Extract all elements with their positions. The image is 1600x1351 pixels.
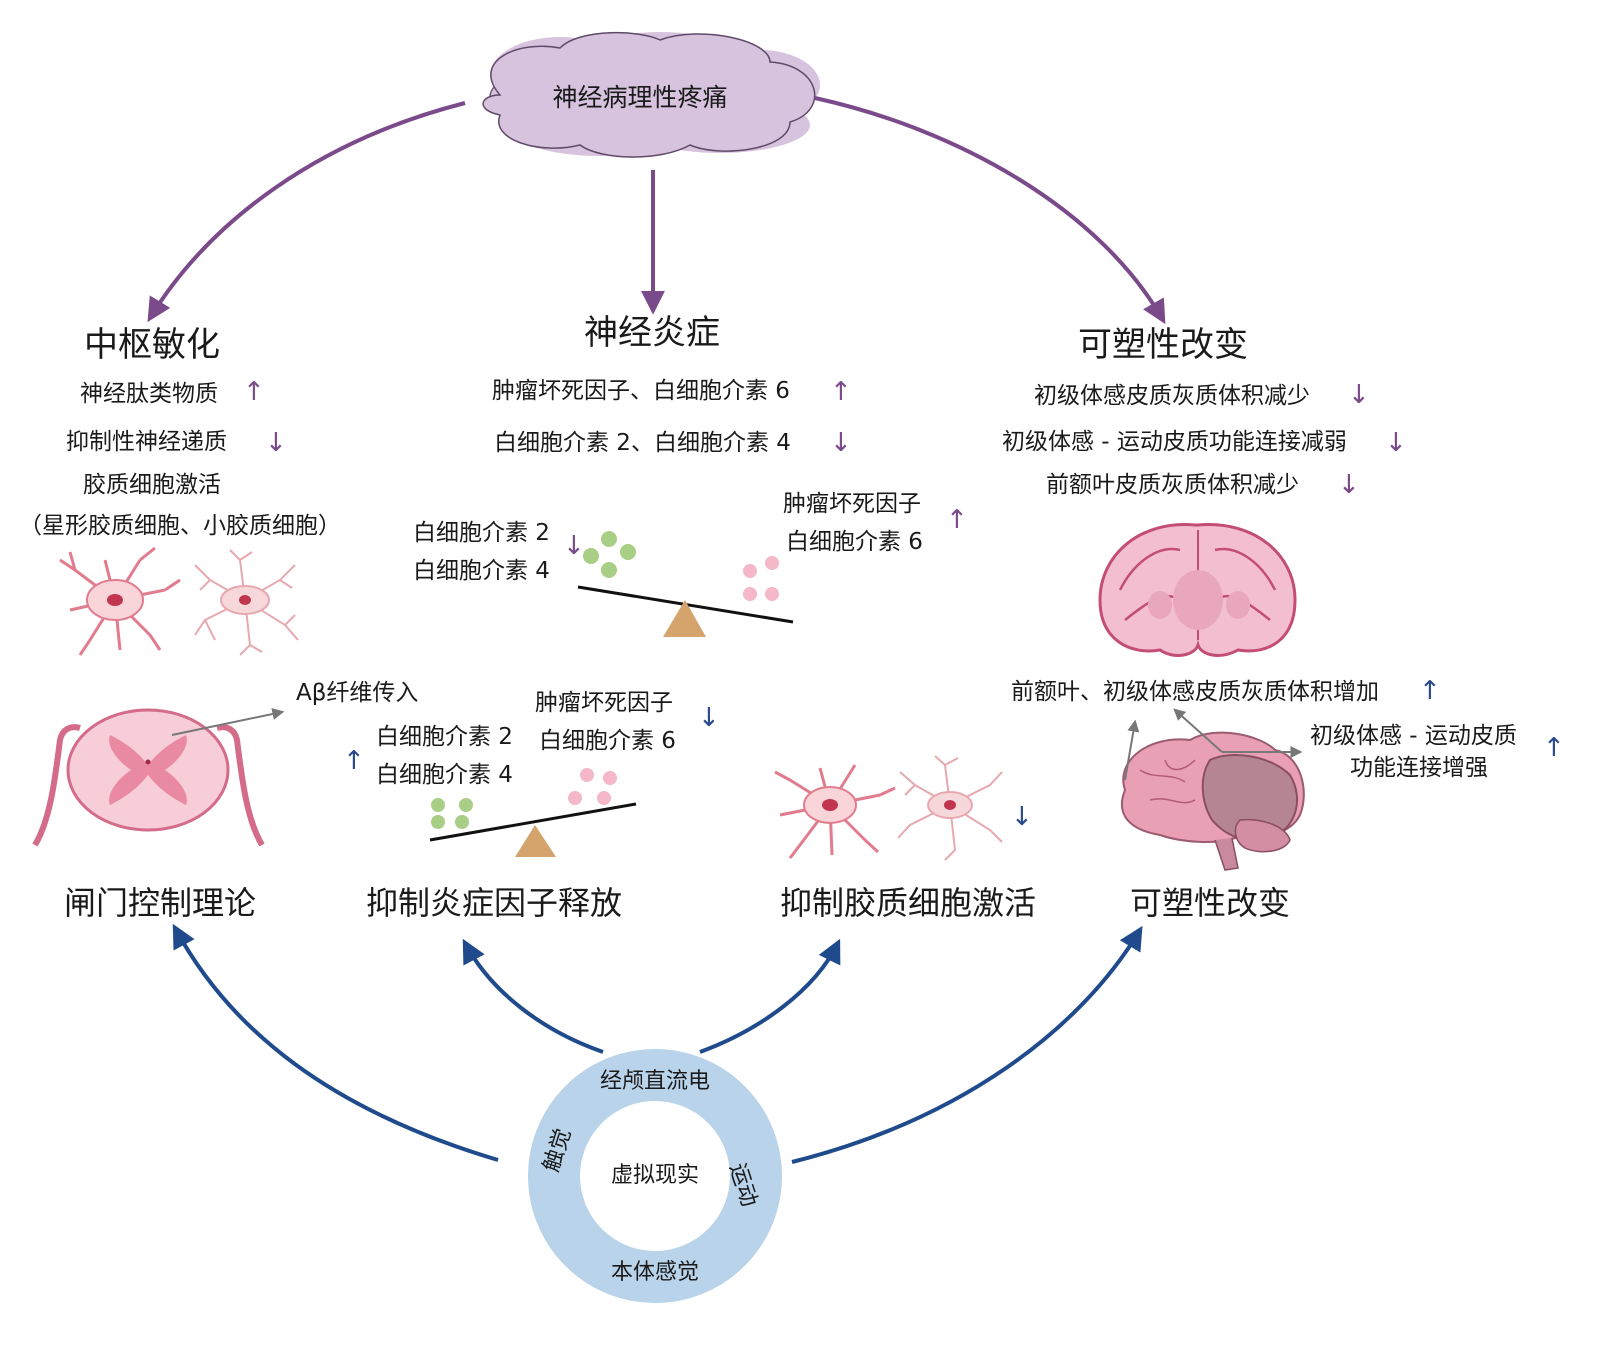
bp-item-connectivity-1: 初级体感 - 运动皮质 (1310, 723, 1517, 749)
arrow-to-plasticity-bottom (791, 925, 1143, 1164)
brain-side-view-icon (1120, 731, 1305, 871)
down-arrow-icon: ↓ (830, 428, 852, 458)
bp-item-connectivity-2: 功能连接增强 (1350, 755, 1488, 781)
microglia-cell-icon-bottom (897, 755, 1003, 861)
down-arrow-icon: ↓ (1348, 380, 1370, 410)
ni-seesaw-right-2: 白细胞介素 6 (786, 529, 923, 555)
title-gate-control: 闸门控制理论 (63, 884, 257, 922)
bi-right-label-2: 白细胞介素 6 (539, 728, 676, 754)
ni-seesaw-right-1: 肿瘤坏死因子 (783, 491, 921, 517)
ni-seesaw-left-2: 白细胞介素 4 (413, 558, 550, 584)
down-arrow-icon: ↓ (698, 703, 720, 733)
up-arrow-icon: ↑ (1419, 676, 1441, 706)
vr-ring (528, 1049, 782, 1303)
title-neuroinflammation: 神经炎症 (584, 313, 720, 353)
cs-item-neuropeptide: 神经肽类物质 (80, 381, 218, 407)
up-arrow-icon: ↑ (830, 377, 852, 407)
pl-item-connectivity-weak: 初级体感 - 运动皮质功能连接减弱 (1002, 429, 1347, 455)
ring-proprioception: 本体感觉 (610, 1260, 700, 1285)
down-arrow-icon: ↓ (265, 428, 287, 458)
arrow-to-plasticity (814, 96, 1166, 325)
title-inhibit-glia: 抑制胶质细胞激活 (779, 884, 1037, 922)
ni-item-proinflammatory: 肿瘤坏死因子、白细胞介素 6 (492, 378, 790, 404)
up-arrow-icon: ↑ (1543, 733, 1565, 763)
seesaw-neuroinflammation (577, 531, 794, 637)
up-arrow-icon: ↑ (243, 377, 265, 407)
pl-item-pfc-decrease: 前额叶皮质灰质体积减少 (1046, 472, 1299, 498)
arrow-to-inhibit-inflammation (462, 938, 604, 1054)
spinal-cord-section-icon (32, 708, 265, 847)
astrocyte-cell-icon-bottom (774, 764, 896, 859)
brain-coronal-section-icon (1098, 523, 1297, 657)
title-plasticity-bottom: 可塑性改变 (1129, 884, 1291, 922)
title-central-sensitization: 中枢敏化 (84, 325, 220, 365)
arrow-to-gate-control (172, 923, 499, 1162)
ab-fiber-label: Aβ纤维传入 (296, 680, 419, 706)
ni-item-antiinflammatory: 白细胞介素 2、白细胞介素 4 (494, 430, 791, 456)
pointer-gray-matter-b (1173, 708, 1223, 753)
down-arrow-icon: ↓ (1011, 802, 1033, 832)
cs-item-glia: 胶质细胞激活 (83, 472, 221, 498)
up-arrow-icon: ↑ (946, 505, 968, 535)
pointer-gray-matter-a (1124, 719, 1140, 781)
astrocyte-cell-icon (59, 546, 181, 656)
cs-item-glia-types: （星形胶质细胞、小胶质细胞） (19, 513, 341, 539)
down-arrow-icon: ↓ (563, 531, 585, 561)
cloud-label: 神经病理性疼痛 (552, 83, 728, 112)
arrow-to-central-sensitization (147, 101, 466, 323)
bi-left-label-2: 白细胞介素 4 (376, 762, 513, 788)
cloud-shape (482, 31, 820, 158)
ring-tdcs: 经颅直流电 (599, 1069, 711, 1094)
pl-item-s1-decrease: 初级体感皮质灰质体积减少 (1034, 383, 1310, 409)
bi-right-label-1: 肿瘤坏死因子 (535, 690, 673, 716)
ab-fiber-pointer (171, 708, 285, 736)
title-plasticity-top: 可塑性改变 (1078, 325, 1248, 365)
down-arrow-icon: ↓ (1338, 470, 1360, 500)
ni-seesaw-left-1: 白细胞介素 2 (413, 520, 550, 546)
microglia-cell-icon (194, 549, 299, 656)
bp-item-gray-increase: 前额叶、初级体感皮质灰质体积增加 (1011, 679, 1379, 705)
seesaw-anti-inflammation (429, 768, 637, 857)
arrow-to-inhibit-glia (699, 938, 841, 1054)
down-arrow-icon: ↓ (1385, 428, 1407, 458)
ring-center-vr: 虚拟现实 (610, 1163, 700, 1188)
up-arrow-icon: ↑ (343, 746, 365, 776)
title-inhibit-inflammation: 抑制炎症因子释放 (365, 884, 623, 922)
bi-left-label-1: 白细胞介素 2 (376, 724, 513, 750)
cs-item-inhibitory: 抑制性神经递质 (66, 429, 227, 455)
